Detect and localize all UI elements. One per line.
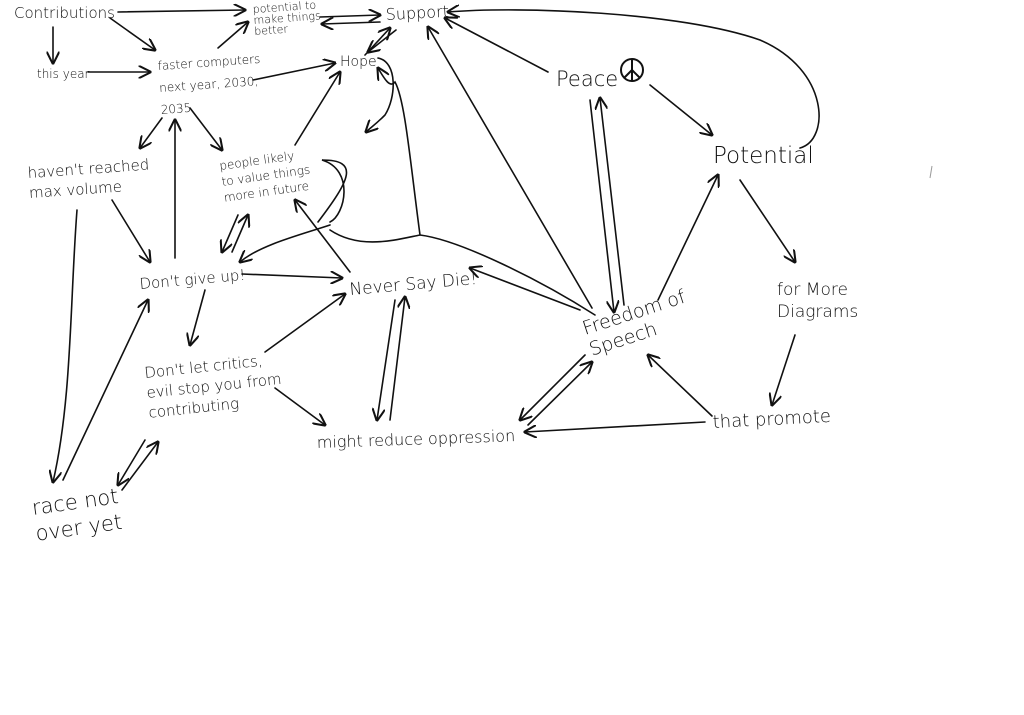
edge-freedom-of-speech-to-support (428, 27, 593, 309)
node-line: faster computers (157, 52, 261, 73)
edge-faster-computers-to-hope (252, 63, 335, 81)
edge-dont-let-critics-to-never-say-die (264, 294, 345, 353)
edge-that-promote-to-freedom-of-speech (648, 355, 713, 417)
edge-faster-computers-to-havent-reached (140, 117, 163, 148)
edge-race-not-over-to-dont-give-up (62, 300, 148, 481)
node-line: Hope (340, 54, 377, 70)
node-dont-let-critics: Don't let critics,evil stop you fromcont… (144, 350, 285, 422)
node-line: potential to (252, 0, 316, 16)
edge-faster-computers-to-potential-to (217, 22, 248, 49)
edge-people-likely-to-hope (294, 72, 340, 146)
node-that-promote: that promote (712, 406, 831, 433)
node-line: for More (777, 280, 848, 300)
edge-potential-to-to-support (319, 15, 380, 17)
node-potential-to: potential tomake thingsbetter (252, 0, 322, 38)
edge-race-not-over-to-dont-let-critics (121, 442, 158, 491)
node-line: might reduce oppression (316, 426, 515, 452)
node-line: Contributions (14, 4, 115, 22)
edge-freedom-of-speech-to-dont-give-up (240, 159, 348, 262)
edge-contributions-to-potential-to (117, 10, 245, 12)
node-contributions: Contributions (14, 4, 115, 22)
edge-freedom-of-speech-to-hope (329, 68, 596, 316)
node-line: that promote (712, 406, 831, 433)
node-line: max volume (28, 177, 122, 201)
edge-people-likely-to-dont-give-up (222, 214, 239, 252)
node-faster-computers: faster computersnext year, 2030, 2035 (157, 52, 264, 117)
node-hope: Hope (340, 54, 377, 70)
node-havent-reached: haven't reachedmax volume (27, 156, 151, 202)
edge-dont-give-up-to-people-likely (231, 215, 248, 253)
node-freedom-of-speech: Freedom ofSpeech (580, 286, 696, 361)
edge-dont-let-critics-to-race-not-over (118, 439, 146, 485)
edge-never-say-die-to-people-likely (295, 200, 351, 273)
edge-freedom-of-speech-to-peace (600, 98, 625, 306)
node-line: next year, 2030, (159, 74, 259, 95)
node-race-not-over: race notover yet (30, 484, 123, 546)
edge-dont-let-critics-to-might-reduce (274, 387, 325, 425)
edge-never-say-die-to-might-reduce (377, 299, 396, 420)
node-line: Don't give up! (139, 266, 246, 293)
edge-that-promote-to-might-reduce (525, 421, 706, 432)
node-line: Never Say Die! (349, 269, 478, 300)
edge-havent-reached-to-race-not-over (53, 209, 78, 482)
edge-faster-computers-to-people-likely (189, 107, 222, 150)
node-line: Diagrams (777, 302, 858, 322)
node-line: make things (253, 9, 321, 27)
edge-peace-to-support (445, 18, 549, 73)
node-line: haven't reached (27, 156, 150, 182)
node-line: Potential (713, 143, 814, 169)
node-line: 2035 (160, 101, 191, 117)
edge-freedom-of-speech-to-might-reduce (520, 354, 586, 420)
peace-sign-icon (620, 58, 644, 82)
node-peace: Peace (556, 67, 618, 91)
edge-dont-give-up-to-never-say-die (241, 274, 342, 278)
node-this-year: this year (37, 67, 90, 81)
node-people-likely: people likelyto value thingsmore in futu… (218, 147, 313, 205)
edge-freedom-of-speech-to-potential (657, 175, 718, 301)
edge-might-reduce-to-never-say-die (389, 297, 405, 421)
edge-contributions-to-faster-computers (109, 17, 155, 50)
edge-support-to-potential-to (322, 22, 381, 24)
edge-support-to-hope (368, 29, 397, 52)
node-never-say-die: Never Say Die! (349, 269, 478, 300)
edge-potential-to-for-more-diagrams (739, 179, 795, 262)
node-might-reduce: might reduce oppression (316, 426, 515, 452)
edge-potential-to-support (448, 10, 820, 149)
node-dont-give-up: Don't give up! (139, 266, 246, 293)
node-line: Support (385, 2, 449, 24)
edge-for-more-diagrams-to-that-promote (772, 334, 796, 405)
edge-freedom-of-speech-to-never-say-die (470, 268, 581, 311)
edge-dont-give-up-to-dont-let-critics (190, 289, 206, 345)
node-line: Peace (556, 67, 618, 91)
edge-peace-to-freedom-of-speech (589, 99, 614, 312)
edge-havent-reached-to-dont-give-up (111, 199, 150, 262)
node-line: better (254, 23, 289, 38)
node-potential: Potential (713, 143, 814, 169)
node-line: this year (37, 67, 90, 81)
edge-might-reduce-to-freedom-of-speech (527, 362, 592, 426)
edges (53, 10, 820, 491)
edge-peace-to-potential (649, 84, 712, 135)
stray-mark (929, 165, 933, 179)
node-support: Support (385, 2, 449, 24)
